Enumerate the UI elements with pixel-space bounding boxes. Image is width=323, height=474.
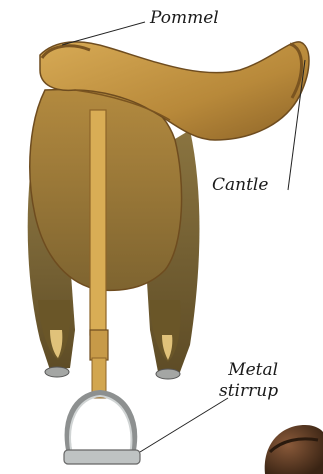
- panel-cap-right: [156, 369, 180, 379]
- label-metal-stirrup-line1: Metal: [219, 360, 278, 381]
- label-metal-stirrup: Metal stirrup: [219, 360, 278, 403]
- label-pommel: Pommel: [150, 8, 219, 29]
- pommel-leader-line: [62, 22, 145, 45]
- label-cantle: Cantle: [212, 175, 268, 196]
- stirrup-buckle: [90, 330, 108, 360]
- panel-cap-left: [45, 367, 69, 377]
- stirrup-iron: [68, 393, 135, 455]
- stirrup-leader-line: [140, 398, 228, 452]
- label-metal-stirrup-line2: stirrup: [219, 381, 278, 402]
- stirrup-tread: [64, 450, 140, 464]
- stirrup-leather: [90, 110, 106, 335]
